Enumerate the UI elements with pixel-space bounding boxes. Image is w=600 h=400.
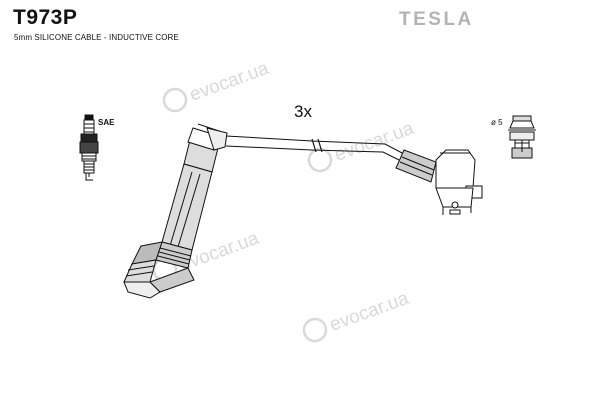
terminal-diameter-label: ø 5 [491, 118, 503, 127]
spark-plug-label: SAE [98, 118, 115, 127]
svg-text:evocar.ua: evocar.ua [327, 288, 412, 336]
spark-plug-icon [79, 114, 99, 181]
watermark-4: evocar.ua [302, 288, 412, 343]
ignition-cable [225, 135, 405, 161]
cable-description: 5mm SILICONE CABLE - INDUCTIVE CORE [14, 33, 179, 42]
spark-plug-boot [123, 123, 228, 299]
terminal-icon [508, 115, 536, 159]
svg-text:evocar.ua: evocar.ua [187, 58, 272, 106]
watermark-1: evocar.ua [162, 58, 272, 113]
quantity-label: 3x [294, 102, 312, 121]
part-number: T973P [13, 6, 78, 29]
coil-boot [395, 149, 483, 215]
brand-logo: TESLA [399, 9, 474, 30]
